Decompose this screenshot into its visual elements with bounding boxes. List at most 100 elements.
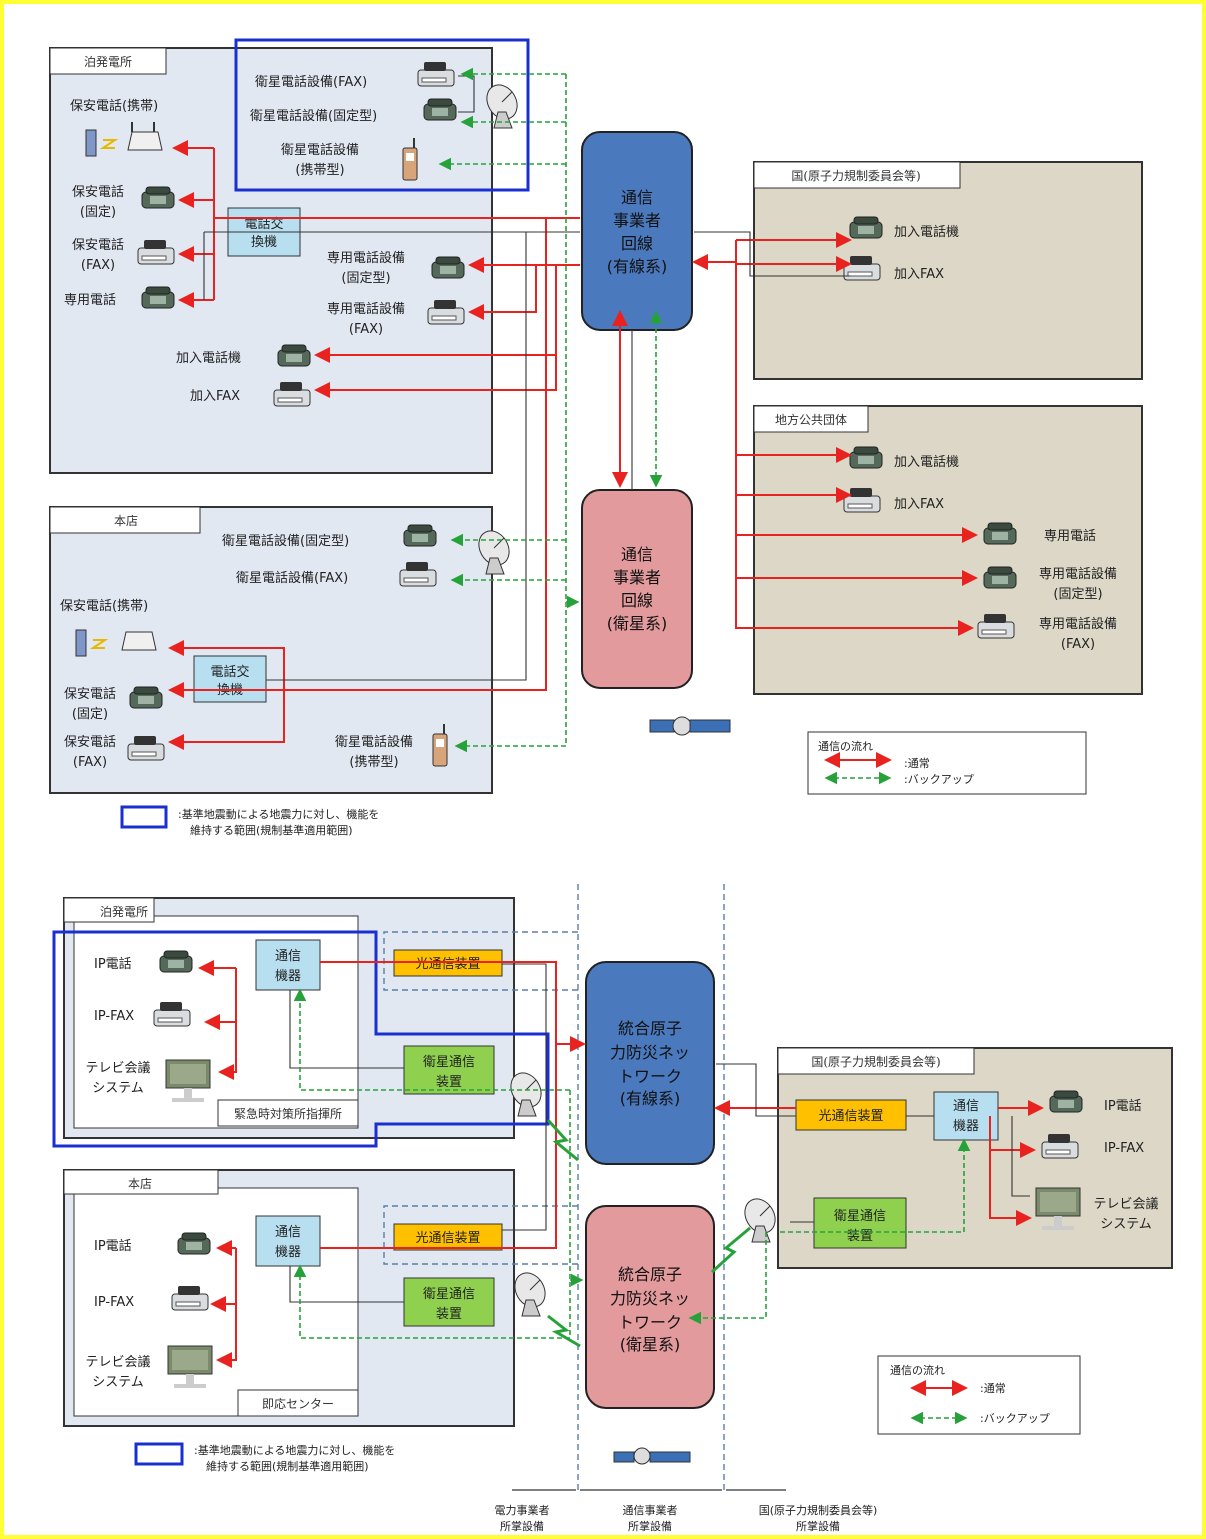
tomari-tv: テレビ会議 xyxy=(85,1061,150,1076)
tomari-ip-fax: IP-FAX xyxy=(94,1009,134,1024)
tomari-center-label: 緊急時対策所指揮所 xyxy=(234,1106,342,1121)
net-wired-line1: 統合原子 xyxy=(618,1019,682,1038)
honten-ip-fax: IP-FAX xyxy=(94,1295,134,1310)
legend-top-backup: :バックアップ xyxy=(904,773,974,786)
local-ded-fax-2: (FAX) xyxy=(1061,637,1095,652)
local-sub-phone: 加入電話機 xyxy=(894,454,959,470)
net-wired-line4: (有線系) xyxy=(620,1089,681,1108)
ownership-power: 電力事業者 xyxy=(495,1504,550,1517)
honten-tv: テレビ会議 xyxy=(85,1355,150,1370)
local-dedicated: 専用電話 xyxy=(1044,528,1096,544)
sec-mobile-label: 保安電話(携帯) xyxy=(70,98,158,114)
local-ded-fixed: 専用電話設備 xyxy=(1039,566,1117,582)
honten-sat-mobile-label: 衛星電話設備 xyxy=(335,734,413,750)
local-sub-fax: 加入FAX xyxy=(894,497,944,512)
carrier-wired-line1: 通信 xyxy=(621,188,653,207)
ownership-carrier: 通信事業者 xyxy=(623,1504,678,1517)
legend-top-title: 通信の流れ xyxy=(818,739,873,753)
honten-center-label: 即応センター xyxy=(262,1397,334,1411)
sat-mobile-label-2: (携帯型) xyxy=(295,162,344,178)
sec-fax-label-2: (FAX) xyxy=(81,258,115,273)
exchange-label: 電話交 xyxy=(244,216,283,232)
honten-top-panel xyxy=(49,506,493,794)
scope-note-top-2: 維持する範囲(規制基準適用範囲) xyxy=(190,823,353,837)
tomari-tv-2: システム xyxy=(92,1081,144,1096)
sec-fixed-label-2: (固定) xyxy=(80,205,116,220)
satellite-icon-bottom xyxy=(613,1447,691,1465)
sec-fixed-label: 保安電話 xyxy=(72,184,124,200)
honten-sec-fax-label-2: (FAX) xyxy=(73,755,107,770)
top-black-lines xyxy=(203,75,850,681)
sub-phone-label: 加入電話機 xyxy=(176,350,241,366)
sat-fixed-label: 衛星電話設備(固定型) xyxy=(250,108,377,124)
ded-fax-label-2: (FAX) xyxy=(349,322,383,337)
ownership-carrier-2: 所掌設備 xyxy=(628,1519,672,1533)
honten-tv-2: システム xyxy=(92,1375,144,1390)
nation-tv: テレビ会議 xyxy=(1093,1197,1158,1212)
honten-ip-phone: IP電話 xyxy=(94,1238,132,1254)
carrier-wired-line4: (有線系) xyxy=(607,257,668,276)
legend-bottom-title: 通信の流れ xyxy=(890,1363,945,1377)
net-sat-line3: トワーク xyxy=(618,1313,682,1332)
tomari-top-panel xyxy=(49,47,493,474)
tomari-sat: 衛星通信 xyxy=(423,1055,475,1070)
ded-fixed-label: 専用電話設備 xyxy=(327,250,405,266)
carrier-wired-line3: 回線 xyxy=(621,234,653,253)
net-sat-hub xyxy=(585,1205,715,1409)
nation-ip-phone: IP電話 xyxy=(1104,1098,1142,1114)
honten-sat-2: 装置 xyxy=(436,1307,462,1322)
legend-bottom-normal: :通常 xyxy=(980,1382,1006,1395)
carrier-sat-hub xyxy=(581,489,693,689)
net-wired-line3: トワーク xyxy=(618,1067,682,1086)
sub-fax-label: 加入FAX xyxy=(190,389,240,404)
dashed-area-2 xyxy=(383,1205,578,1265)
carrier-sat-line2: 事業者 xyxy=(613,568,661,587)
tomari-comm: 通信 xyxy=(275,949,301,964)
bottom-black-lines xyxy=(289,963,1030,1303)
local-ded-fixed-2: (固定型) xyxy=(1053,587,1102,602)
ownership-nation-2: 所掌設備 xyxy=(796,1519,840,1533)
exchange-label-2: 換機 xyxy=(251,235,277,250)
scope-note-bottom-2: 維持する範囲(規制基準適用範囲) xyxy=(206,1459,369,1473)
scope-box-bottom xyxy=(52,930,550,1148)
tomari-comm-2: 機器 xyxy=(275,969,301,984)
satellite-icon xyxy=(649,716,731,736)
legend-top-normal: :通常 xyxy=(904,757,930,770)
honten-sat-mobile-label-2: (携帯型) xyxy=(349,754,398,770)
bottom-normal-lines xyxy=(198,960,1044,1368)
carrier-wired-line2: 事業者 xyxy=(613,211,661,230)
nation-sub-fax: 加入FAX xyxy=(894,267,944,282)
nation-ip-fax: IP-FAX xyxy=(1104,1141,1144,1156)
dedicated-label: 専用電話 xyxy=(64,292,116,308)
net-sat-line4: (衛星系) xyxy=(620,1335,681,1354)
net-sat-line1: 統合原子 xyxy=(618,1265,682,1284)
sat-fax-label: 衛星電話設備(FAX) xyxy=(255,74,367,90)
net-wired-line2: 力防災ネッ xyxy=(610,1043,690,1062)
honten-sec-fixed-label-2: (固定) xyxy=(72,707,108,722)
carrier-wired-hub xyxy=(581,131,693,331)
nation-optical: 光通信装置 xyxy=(818,1109,883,1124)
top-normal-lines xyxy=(168,140,978,750)
carrier-sat-line4: (衛星系) xyxy=(607,614,668,633)
nation-sub-phone: 加入電話機 xyxy=(894,224,959,240)
net-sat-line2: 力防災ネッ xyxy=(610,1289,690,1308)
honten-optical: 光通信装置 xyxy=(415,1231,480,1246)
scope-note-bottom: :基準地震動による地震力に対し、機能を xyxy=(194,1443,395,1457)
ded-fax-label: 専用電話設備 xyxy=(327,301,405,317)
honten-exchange-label: 電話交 xyxy=(210,664,249,680)
ownership-power-2: 所掌設備 xyxy=(500,1519,544,1533)
honten-sec-mobile-label: 保安電話(携帯) xyxy=(60,598,148,614)
net-wired-hub xyxy=(585,961,715,1165)
top-backup-lines xyxy=(438,67,663,753)
honten-sat-fax-label: 衛星電話設備(FAX) xyxy=(236,570,348,586)
tomari-optical: 光通信装置 xyxy=(415,957,480,972)
nation-comm-2: 機器 xyxy=(953,1119,979,1134)
tomari-ip-phone: IP電話 xyxy=(94,956,132,972)
honten-sat-fixed-label: 衛星電話設備(固定型) xyxy=(222,533,349,549)
honten-bottom-title: 本店 xyxy=(128,1177,152,1191)
tomari-sat-2: 装置 xyxy=(436,1075,462,1090)
honten-comm-2: 機器 xyxy=(275,1245,301,1260)
nation-comm: 通信 xyxy=(953,1099,979,1114)
